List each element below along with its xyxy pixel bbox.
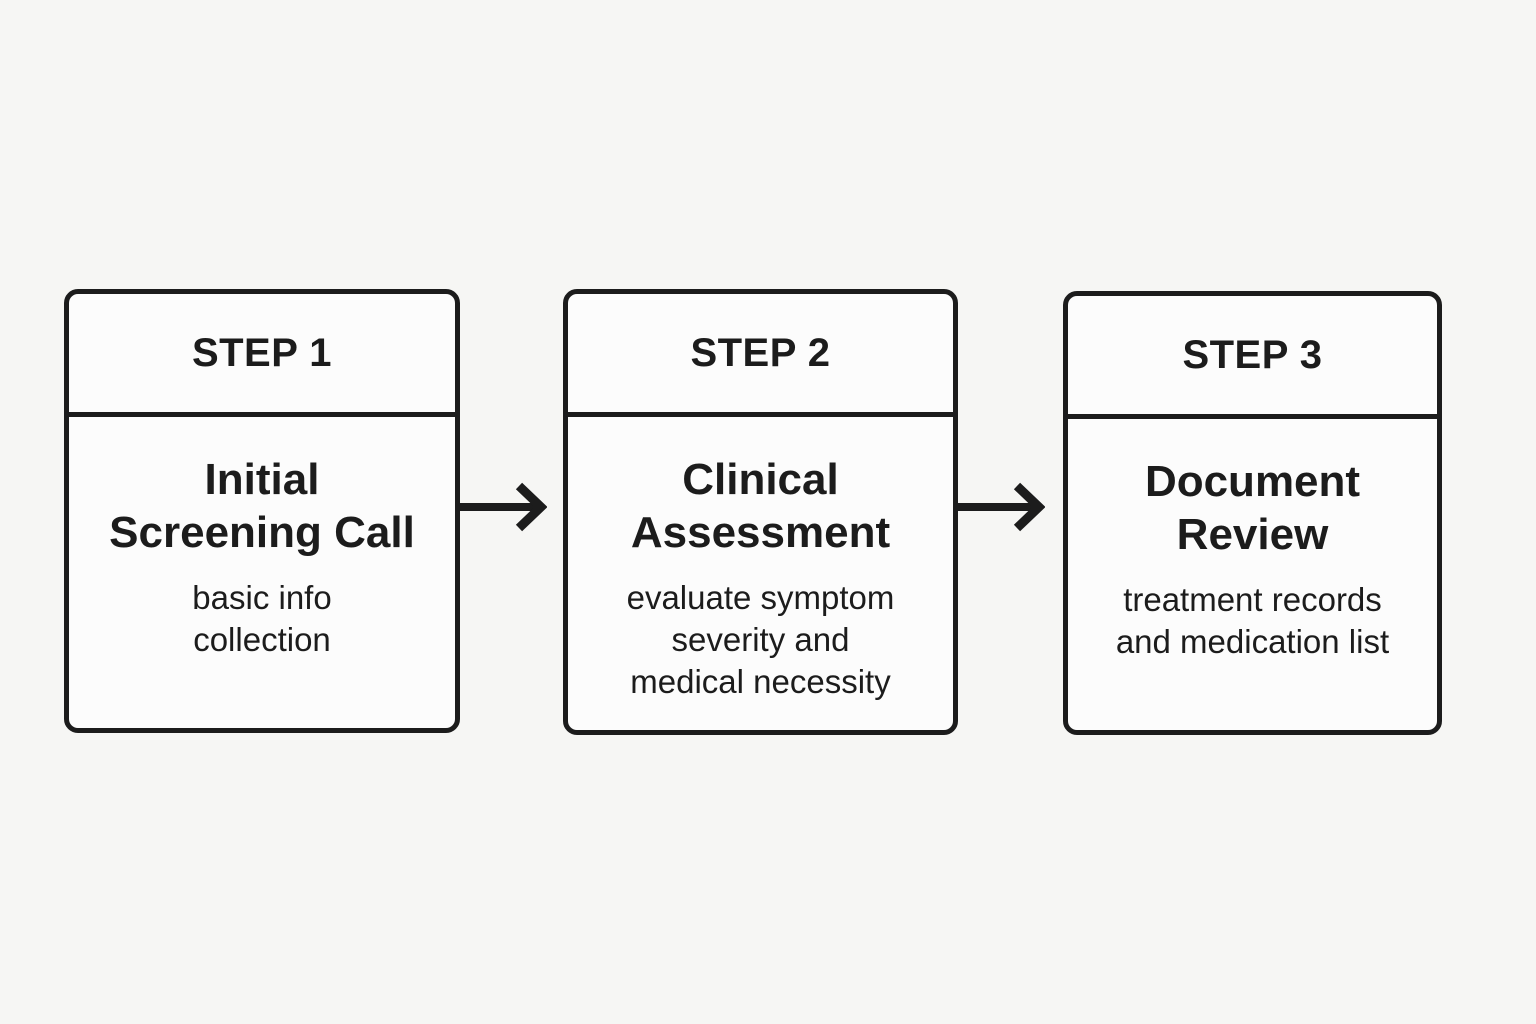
step-2-label: STEP 2 — [568, 294, 953, 417]
right-arrow-icon — [457, 480, 547, 534]
step-1-description: basic info collection — [192, 579, 332, 658]
step-1-box: STEP 1 Initial Screening Call basic info… — [64, 289, 460, 733]
step-2-body: Clinical Assessment evaluate symptom sev… — [568, 417, 953, 730]
step-2-description: evaluate symptom severity and medical ne… — [626, 579, 895, 700]
step-1-label: STEP 1 — [69, 294, 455, 417]
step-1-title: Initial Screening Call — [109, 455, 415, 557]
step-2-title: Clinical Assessment — [630, 455, 891, 557]
step-3-box: STEP 3 Document Review treatment records… — [1063, 291, 1442, 735]
right-arrow-icon — [955, 480, 1045, 534]
step-3-description: treatment records and medication list — [1115, 581, 1390, 660]
step-3-title: Document Review — [1144, 457, 1361, 559]
step-3-body: Document Review treatment records and me… — [1068, 419, 1437, 730]
step-1-body: Initial Screening Call basic info collec… — [69, 417, 455, 728]
step-2-box: STEP 2 Clinical Assessment evaluate symp… — [563, 289, 958, 735]
step-3-label: STEP 3 — [1068, 296, 1437, 419]
